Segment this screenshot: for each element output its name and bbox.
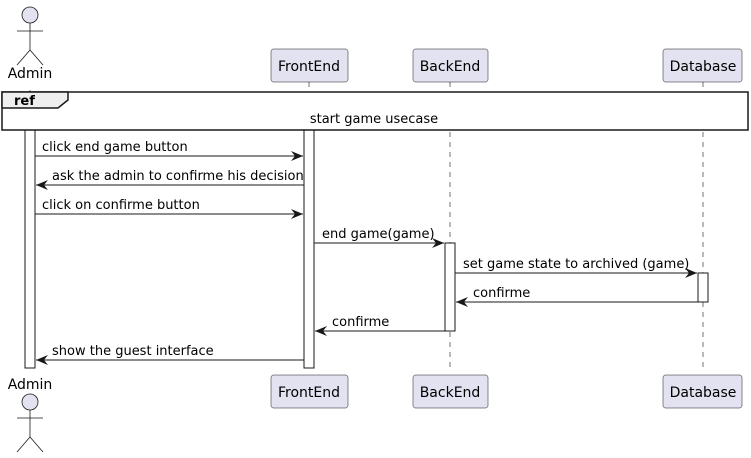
message-6: confirme: [456, 286, 698, 307]
activation-backend: [444, 242, 456, 332]
participant-label: Admin: [8, 66, 53, 82]
participant-database-bottom: Database: [662, 374, 743, 409]
participant-backend-bottom: BackEnd: [412, 374, 489, 409]
ref-tag: ref: [14, 94, 35, 109]
message-4: end game(game): [314, 227, 444, 248]
participant-frontend-top: FrontEnd: [270, 48, 349, 83]
participant-label: Database: [670, 59, 737, 75]
participant-label: Database: [670, 385, 737, 401]
activation-database: [697, 272, 709, 303]
message-1: click end game button: [35, 140, 303, 161]
message-label: confirme: [473, 286, 530, 301]
participant-frontend-bottom: FrontEnd: [270, 374, 349, 409]
activation-admin: [24, 109, 36, 369]
actor-admin-top: Admin: [8, 6, 53, 82]
participant-label: BackEnd: [420, 385, 481, 401]
message-label: end game(game): [322, 227, 435, 242]
participant-backend-top: BackEnd: [412, 48, 489, 83]
participant-label: FrontEnd: [278, 59, 340, 75]
message-2: ask the admin to confirme his decision: [36, 169, 304, 190]
message-5: set game state to archived (game): [455, 257, 697, 278]
ref-text: start game usecase: [310, 112, 438, 127]
activation-frontend: [303, 91, 315, 369]
actor-icon: [21, 6, 39, 24]
ref-fragment: ref start game usecase: [1, 91, 749, 131]
message-7: confirme: [315, 315, 445, 336]
message-label: ask the admin to confirme his decision: [52, 169, 304, 184]
message-label: set game state to archived (game): [463, 257, 689, 272]
message-3: click on confirme button: [35, 198, 303, 219]
message-label: click end game button: [42, 140, 188, 155]
message-label: confirme: [332, 315, 389, 330]
participant-database-top: Database: [662, 48, 743, 83]
actor-admin-bottom: Admin: [8, 377, 53, 453]
actor-icon: [21, 393, 39, 411]
message-label: show the guest interface: [52, 344, 214, 359]
participant-label: Admin: [8, 377, 53, 393]
message-8: show the guest interface: [36, 344, 304, 365]
participant-label: FrontEnd: [278, 385, 340, 401]
message-label: click on confirme button: [42, 198, 200, 213]
participant-label: BackEnd: [420, 59, 481, 75]
